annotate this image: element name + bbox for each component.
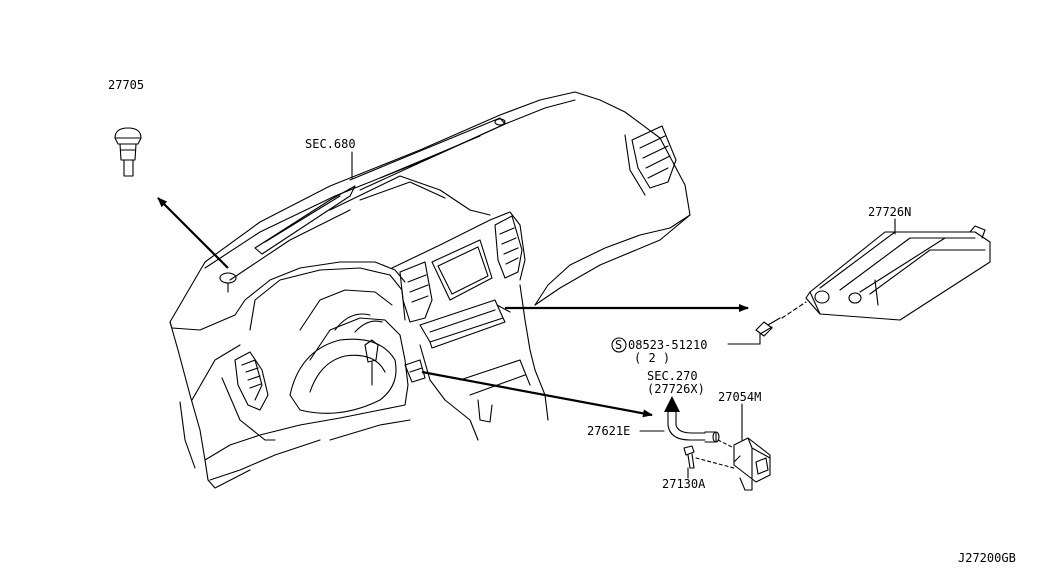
sensor-27054M: [717, 437, 771, 491]
diagram-code: J27200GB: [958, 551, 1016, 565]
instrument-panel: [169, 91, 691, 489]
label-screw-symbol: S: [615, 338, 622, 352]
label-27726N: 27726N: [868, 205, 911, 219]
label-sec270-ref: (27726X): [647, 382, 705, 396]
label-sec680: SEC.680: [305, 137, 356, 151]
clip-27705: [114, 127, 142, 177]
screw-symbol: [611, 337, 627, 353]
label-screw-qty: ( 2 ): [634, 351, 670, 365]
label-sec270: SEC.270: [647, 369, 698, 383]
label-27705: 27705: [108, 78, 144, 92]
arrow-to-27705: [157, 197, 229, 269]
screw: [755, 301, 807, 337]
arrow-to-27621E: [421, 370, 653, 418]
filter-box-27726N: [805, 225, 991, 321]
label-27054M: 27054M: [718, 390, 761, 404]
hose-27621E: [664, 396, 720, 443]
label-27621E: 27621E: [587, 424, 630, 438]
label-screw-part: 08523-51210: [628, 338, 707, 352]
bolt-27130A: [683, 445, 735, 469]
label-27130A: 27130A: [662, 477, 706, 491]
